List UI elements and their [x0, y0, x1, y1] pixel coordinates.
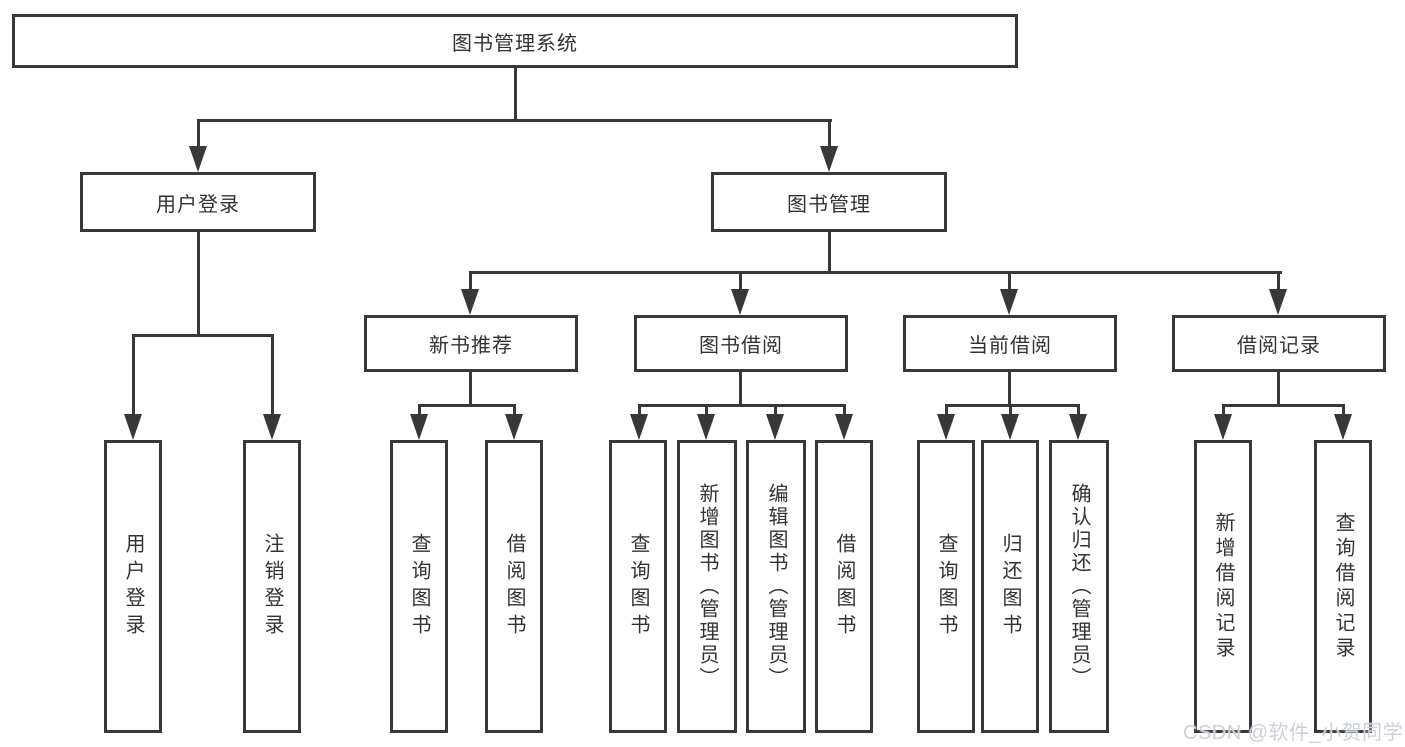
- arrow-down-icon: [1269, 289, 1287, 315]
- arrow-down-icon: [1069, 414, 1087, 440]
- connector-drop-leaf: [271, 334, 274, 418]
- connector-user-login-stub: [197, 232, 200, 337]
- connector-drop-leaf: [1009, 404, 1012, 418]
- connector-stub: [1008, 372, 1011, 407]
- node-label: 新书推荐: [429, 335, 513, 357]
- leaf-label: 查询图书: [627, 532, 649, 641]
- connector-drop-level3: [469, 271, 472, 293]
- leaf-label: 编辑图书（管理员）: [765, 483, 787, 690]
- connector-drop-leaf: [705, 404, 708, 418]
- node-label: 用户登录: [156, 193, 240, 216]
- arrow-down-icon: [461, 289, 479, 315]
- connector-drop-leaf: [1077, 404, 1080, 418]
- connector-drop-leaf: [513, 404, 516, 418]
- connector-stub: [739, 372, 742, 407]
- leaf-user-login: 用户登录: [104, 440, 162, 733]
- arrow-down-icon: [505, 414, 523, 440]
- connector-root-stub: [514, 68, 517, 122]
- connector-book-mgmt-bar: [469, 271, 1282, 274]
- arrow-down-icon: [937, 414, 955, 440]
- leaf-query-borrow-record: 查询借阅记录: [1314, 440, 1372, 733]
- connector-drop-level3: [1008, 271, 1011, 293]
- arrow-down-icon: [731, 289, 749, 315]
- leaf-label: 归还图书: [999, 532, 1021, 641]
- leaf-add-borrow-record: 新增借阅记录: [1194, 440, 1252, 733]
- arrow-down-icon: [410, 414, 428, 440]
- node-library-management-system: 图书管理系统: [12, 14, 1018, 68]
- leaf-return-book: 归还图书: [981, 440, 1039, 733]
- csdn-watermark: CSDN @软件_小贺同学: [1183, 722, 1404, 744]
- arrow-down-icon: [766, 414, 784, 440]
- arrow-down-icon: [189, 146, 207, 172]
- connector-drop-leaf: [1342, 404, 1345, 418]
- node-new-book-recommend: 新书推荐: [364, 315, 578, 372]
- leaf-borrow-book-1: 借阅图书: [485, 440, 543, 733]
- arrow-down-icon: [1334, 414, 1352, 440]
- leaf-label: 确认归还（管理员）: [1068, 483, 1090, 690]
- connector-drop-leaf: [638, 404, 641, 418]
- node-label: 借阅记录: [1237, 335, 1321, 357]
- connector-drop-level3: [1277, 271, 1280, 293]
- connector-bar: [638, 404, 846, 407]
- connector-root-bar: [197, 119, 832, 122]
- connector-bar: [418, 404, 516, 407]
- node-user-login: 用户登录: [80, 172, 316, 232]
- connector-book-mgmt-stub: [828, 232, 831, 274]
- arrow-down-icon: [630, 414, 648, 440]
- arrow-down-icon: [124, 414, 142, 440]
- node-label: 图书管理: [787, 193, 871, 216]
- node-label: 图书借阅: [699, 335, 783, 357]
- leaf-label: 查询借阅记录: [1332, 511, 1354, 662]
- arrow-down-icon: [820, 146, 838, 172]
- arrow-down-icon: [697, 414, 715, 440]
- leaf-borrow-book-2: 借阅图书: [815, 440, 873, 733]
- connector-bar: [945, 404, 1079, 407]
- leaf-label: 新增图书（管理员）: [696, 483, 718, 690]
- leaf-label: 新增借阅记录: [1212, 511, 1234, 662]
- connector-stub: [469, 372, 472, 407]
- leaf-label: 借阅图书: [503, 532, 525, 641]
- leaf-label: 用户登录: [122, 532, 144, 641]
- arrow-down-icon: [263, 414, 281, 440]
- connector-drop-user-login: [197, 119, 200, 154]
- node-book-borrow: 图书借阅: [634, 315, 848, 372]
- connector-user-login-bar: [132, 334, 274, 337]
- connector-drop-leaf: [1222, 404, 1225, 418]
- node-label: 图书管理系统: [452, 32, 578, 55]
- connector-drop-leaf: [843, 404, 846, 418]
- leaf-label: 查询图书: [408, 532, 430, 641]
- leaf-label: 查询图书: [935, 532, 957, 641]
- leaf-label: 借阅图书: [833, 532, 855, 641]
- node-book-management: 图书管理: [711, 172, 947, 232]
- connector-bar: [1222, 404, 1345, 407]
- connector-drop-leaf: [774, 404, 777, 418]
- leaf-query-book-3: 查询图书: [917, 440, 975, 733]
- connector-drop-book-management: [828, 119, 831, 154]
- leaf-confirm-return-admin: 确认归还（管理员）: [1049, 440, 1109, 733]
- leaf-add-book-admin: 新增图书（管理员）: [677, 440, 737, 733]
- connector-stub: [1277, 372, 1280, 407]
- arrow-down-icon: [1214, 414, 1232, 440]
- leaf-query-book-2: 查询图书: [609, 440, 667, 733]
- connector-drop-leaf: [945, 404, 948, 418]
- node-label: 当前借阅: [968, 335, 1052, 357]
- node-borrow-records: 借阅记录: [1172, 315, 1386, 372]
- arrow-down-icon: [1001, 414, 1019, 440]
- node-current-borrow: 当前借阅: [903, 315, 1117, 372]
- arrow-down-icon: [835, 414, 853, 440]
- leaf-logout: 注销登录: [243, 440, 301, 733]
- leaf-query-book-1: 查询图书: [390, 440, 448, 733]
- leaf-label: 注销登录: [261, 532, 283, 641]
- connector-drop-leaf: [418, 404, 421, 418]
- leaf-edit-book-admin: 编辑图书（管理员）: [746, 440, 806, 733]
- arrow-down-icon: [1000, 289, 1018, 315]
- connector-drop-leaf: [132, 334, 135, 418]
- connector-drop-level3: [739, 271, 742, 293]
